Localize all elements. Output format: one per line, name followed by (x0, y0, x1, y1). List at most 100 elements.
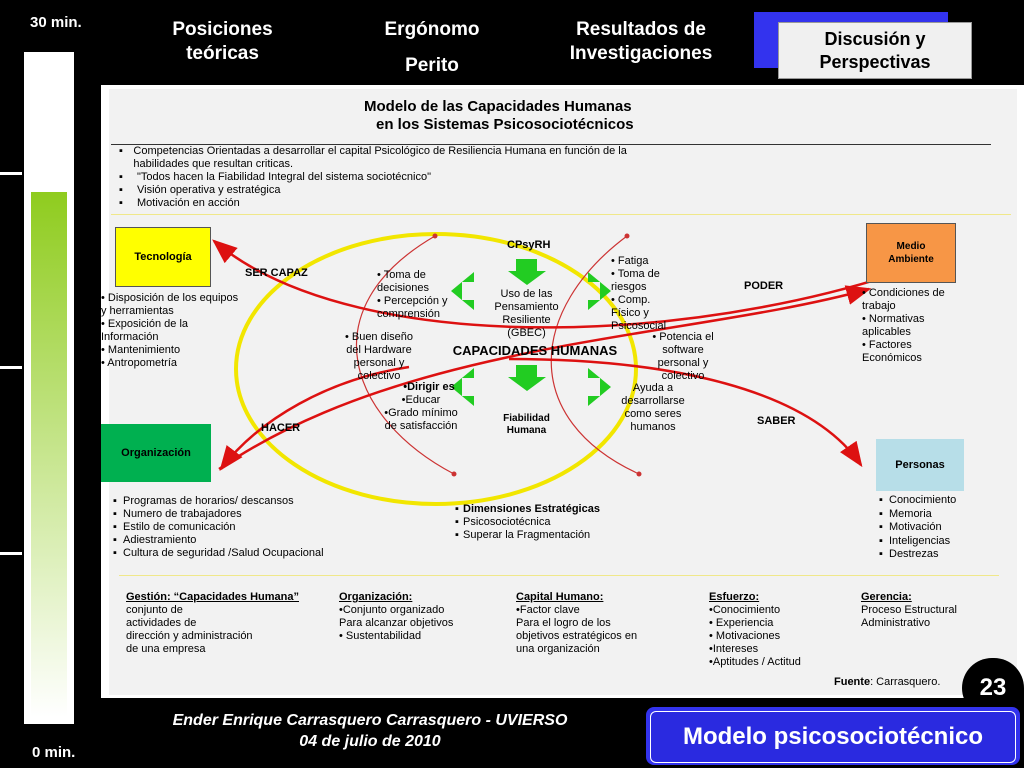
fatiga-text: • Fatiga • Toma de riesgos • Comp. Físic… (611, 255, 667, 332)
def-capital-humano: Capital Humano: •Factor clave Para el lo… (516, 591, 676, 656)
inner-arc-right (550, 235, 640, 475)
box-organizacion: Organización (101, 424, 211, 482)
list-item: ▪Adiestramiento (113, 534, 197, 546)
tab-posiciones-teoricas[interactable]: Posiciones teóricas (172, 19, 273, 64)
right-arrow-icon (588, 272, 611, 310)
intro-bullet: Competencias Orientadas a desarrollar el… (133, 145, 627, 170)
def-text: •Conocimiento • Experiencia • Motivacion… (709, 604, 801, 668)
def-text: •Factor clave Para el logro de los objet… (516, 604, 638, 655)
list-item: ▪Numero de trabajadores (113, 508, 242, 520)
fuente-label: Fuente (834, 676, 871, 688)
def-text: Proceso Estructural Administrativo (861, 604, 957, 629)
uso-pensamiento-text: Uso de las Pensamiento Resiliente (GBEC) (494, 288, 559, 339)
divider (119, 575, 999, 576)
capacidades-humanas-label: CAPACIDADES HUMANAS (452, 343, 618, 358)
timer-bottom-label: 0 min. (32, 744, 76, 761)
tab-perito[interactable]: Perito (405, 55, 459, 76)
list-item-text: Conocimiento (889, 494, 957, 506)
down-arrow-icon (508, 259, 546, 285)
label-poder: PODER (744, 280, 784, 292)
title-badge: Modelo psicosociotécnico (650, 711, 1016, 763)
label-saber: SABER (757, 415, 796, 427)
tecnologia-list: • Disposición de los equipos y herramien… (101, 292, 239, 369)
left-arrow-icon (451, 368, 474, 406)
list-item: ▪Conocimiento (879, 494, 957, 506)
cpsyrh-label: CPsyRH (507, 239, 551, 251)
tab-ergonomo[interactable]: Ergónomo (384, 19, 480, 40)
timer-bar (24, 52, 74, 724)
footer-author: Ender Enrique Carrasquero Carrasquero - … (130, 710, 610, 752)
list-item: ▪Superar la Fragmentación (455, 529, 591, 541)
dimensiones-list: ▪Dimensiones Estratégicas ▪Psicosociotéc… (455, 503, 675, 542)
list-item: ▪Memoria (879, 507, 932, 520)
list-item: ▪Competencias Orientadas a desarrollar e… (119, 145, 659, 171)
timer-tick (0, 366, 22, 369)
label-hacer: HACER (261, 422, 301, 434)
list-item: ▪Cultura de seguridad /Salud Ocupacional (113, 547, 324, 559)
list-item: ▪Inteligencias (879, 534, 951, 547)
list-item: ▪Motivación en acción (119, 197, 240, 209)
toma-decisiones-text: • Toma de decisiones • Percepción y comp… (377, 269, 448, 320)
list-item: ▪Destrezas (879, 548, 939, 560)
def-gerencia: Gerencia: Proceso Estructural Administra… (861, 591, 1001, 630)
arrow-hacer (219, 365, 410, 471)
medio-ambiente-list: • Condiciones de trabajo • Normativas ap… (862, 287, 945, 364)
buen-diseno-text: • Buen diseño del Hardware personal y co… (344, 331, 414, 382)
box-personas: Personas (876, 439, 964, 491)
intro-list: ▪Competencias Orientadas a desarrollar e… (119, 145, 659, 210)
list-item: ▪Estilo de comunicación (113, 521, 236, 533)
organizacion-list: ▪Programas de horarios/ descansos ▪Numer… (113, 495, 373, 560)
def-gestion: Gestión: “Capacidades Humana” conjunto d… (126, 591, 306, 656)
def-text: conjunto de actividades de dirección y a… (126, 604, 253, 655)
list-item-text: Superar la Fragmentación (463, 529, 591, 541)
tab-resultados[interactable]: Resultados de Investigaciones (569, 19, 713, 64)
slide-title-line2: en los Sistemas Psicosociotécnicos (376, 116, 634, 133)
list-item-text: Estilo de comunicación (123, 521, 236, 533)
slide-title-line1: Modelo de las Capacidades Humanas (364, 98, 632, 115)
list-item-text: Adiestramiento (123, 534, 197, 546)
def-text: •Conjunto organizado Para alcanzar objet… (339, 604, 454, 642)
slide-canvas: Modelo de las Capacidades Humanas en los… (101, 89, 1017, 695)
timer-top-label: 30 min. (30, 14, 82, 31)
fuente-credit: Fuente: Carrasquero. (834, 676, 940, 689)
intro-bullet: Motivación en acción (137, 197, 240, 209)
list-item: ▪"Todos hacen la Fiabilidad Integral del… (119, 171, 431, 183)
dirigir-text: •Educar •Grado mínimo de satisfacción (384, 394, 458, 432)
list-item: ▪Programas de horarios/ descansos (113, 495, 294, 507)
list-item-text: Numero de trabajadores (123, 508, 242, 520)
box-tecnologia: Tecnología (115, 227, 211, 287)
intro-bullet: "Todos hacen la Fiabilidad Integral del … (137, 171, 431, 183)
timer-tick (0, 172, 22, 175)
list-item-text: Memoria (889, 507, 932, 520)
list-item-text: Psicosociotécnica (463, 516, 551, 528)
box-medio-ambiente: Medio Ambiente (866, 223, 956, 283)
def-title: Organización: (339, 591, 413, 603)
down-arrow-icon (508, 365, 546, 391)
list-item-text: Motivación (889, 521, 942, 533)
divider (111, 214, 1011, 215)
def-esfuerzo: Esfuerzo: •Conocimiento • Experiencia • … (709, 591, 849, 669)
footer-date: 04 de julio de 2010 (299, 733, 441, 750)
fiabilidad-humana-label: Fiabilidad Humana (503, 413, 550, 436)
list-item-text: Destrezas (889, 548, 939, 560)
list-item-text: Inteligencias (889, 534, 951, 547)
list-item: ▪Dimensiones Estratégicas (455, 503, 600, 515)
def-title: Gestión: “Capacidades Humana” (126, 591, 299, 603)
divider (111, 144, 991, 145)
list-item-text: Cultura de seguridad /Salud Ocupacional (123, 547, 324, 559)
def-organizacion: Organización: •Conjunto organizado Para … (339, 591, 499, 643)
tab-discusion-perspectivas[interactable]: Discusión y Perspectivas (778, 22, 972, 79)
intro-bullet: Visión operativa y estratégica (137, 184, 281, 196)
arrow-poder (218, 285, 872, 471)
inner-arc-left (355, 235, 455, 475)
list-item: ▪Visión operativa y estratégica (119, 184, 281, 196)
timer-tick (0, 552, 22, 555)
list-item-text: Programas de horarios/ descansos (123, 495, 294, 507)
footer-line1: Ender Enrique Carrasquero Carrasquero - … (172, 712, 568, 729)
list-item: ▪Psicosociotécnica (455, 516, 551, 528)
dimensiones-title: Dimensiones Estratégicas (463, 503, 600, 515)
fuente-value: : Carrasquero. (870, 676, 941, 688)
ayuda-text: Ayuda a desarrollarse como seres humanos (621, 382, 685, 433)
list-item: ▪Motivación (879, 521, 942, 533)
dirigir-title: •Dirigir es (403, 381, 455, 393)
